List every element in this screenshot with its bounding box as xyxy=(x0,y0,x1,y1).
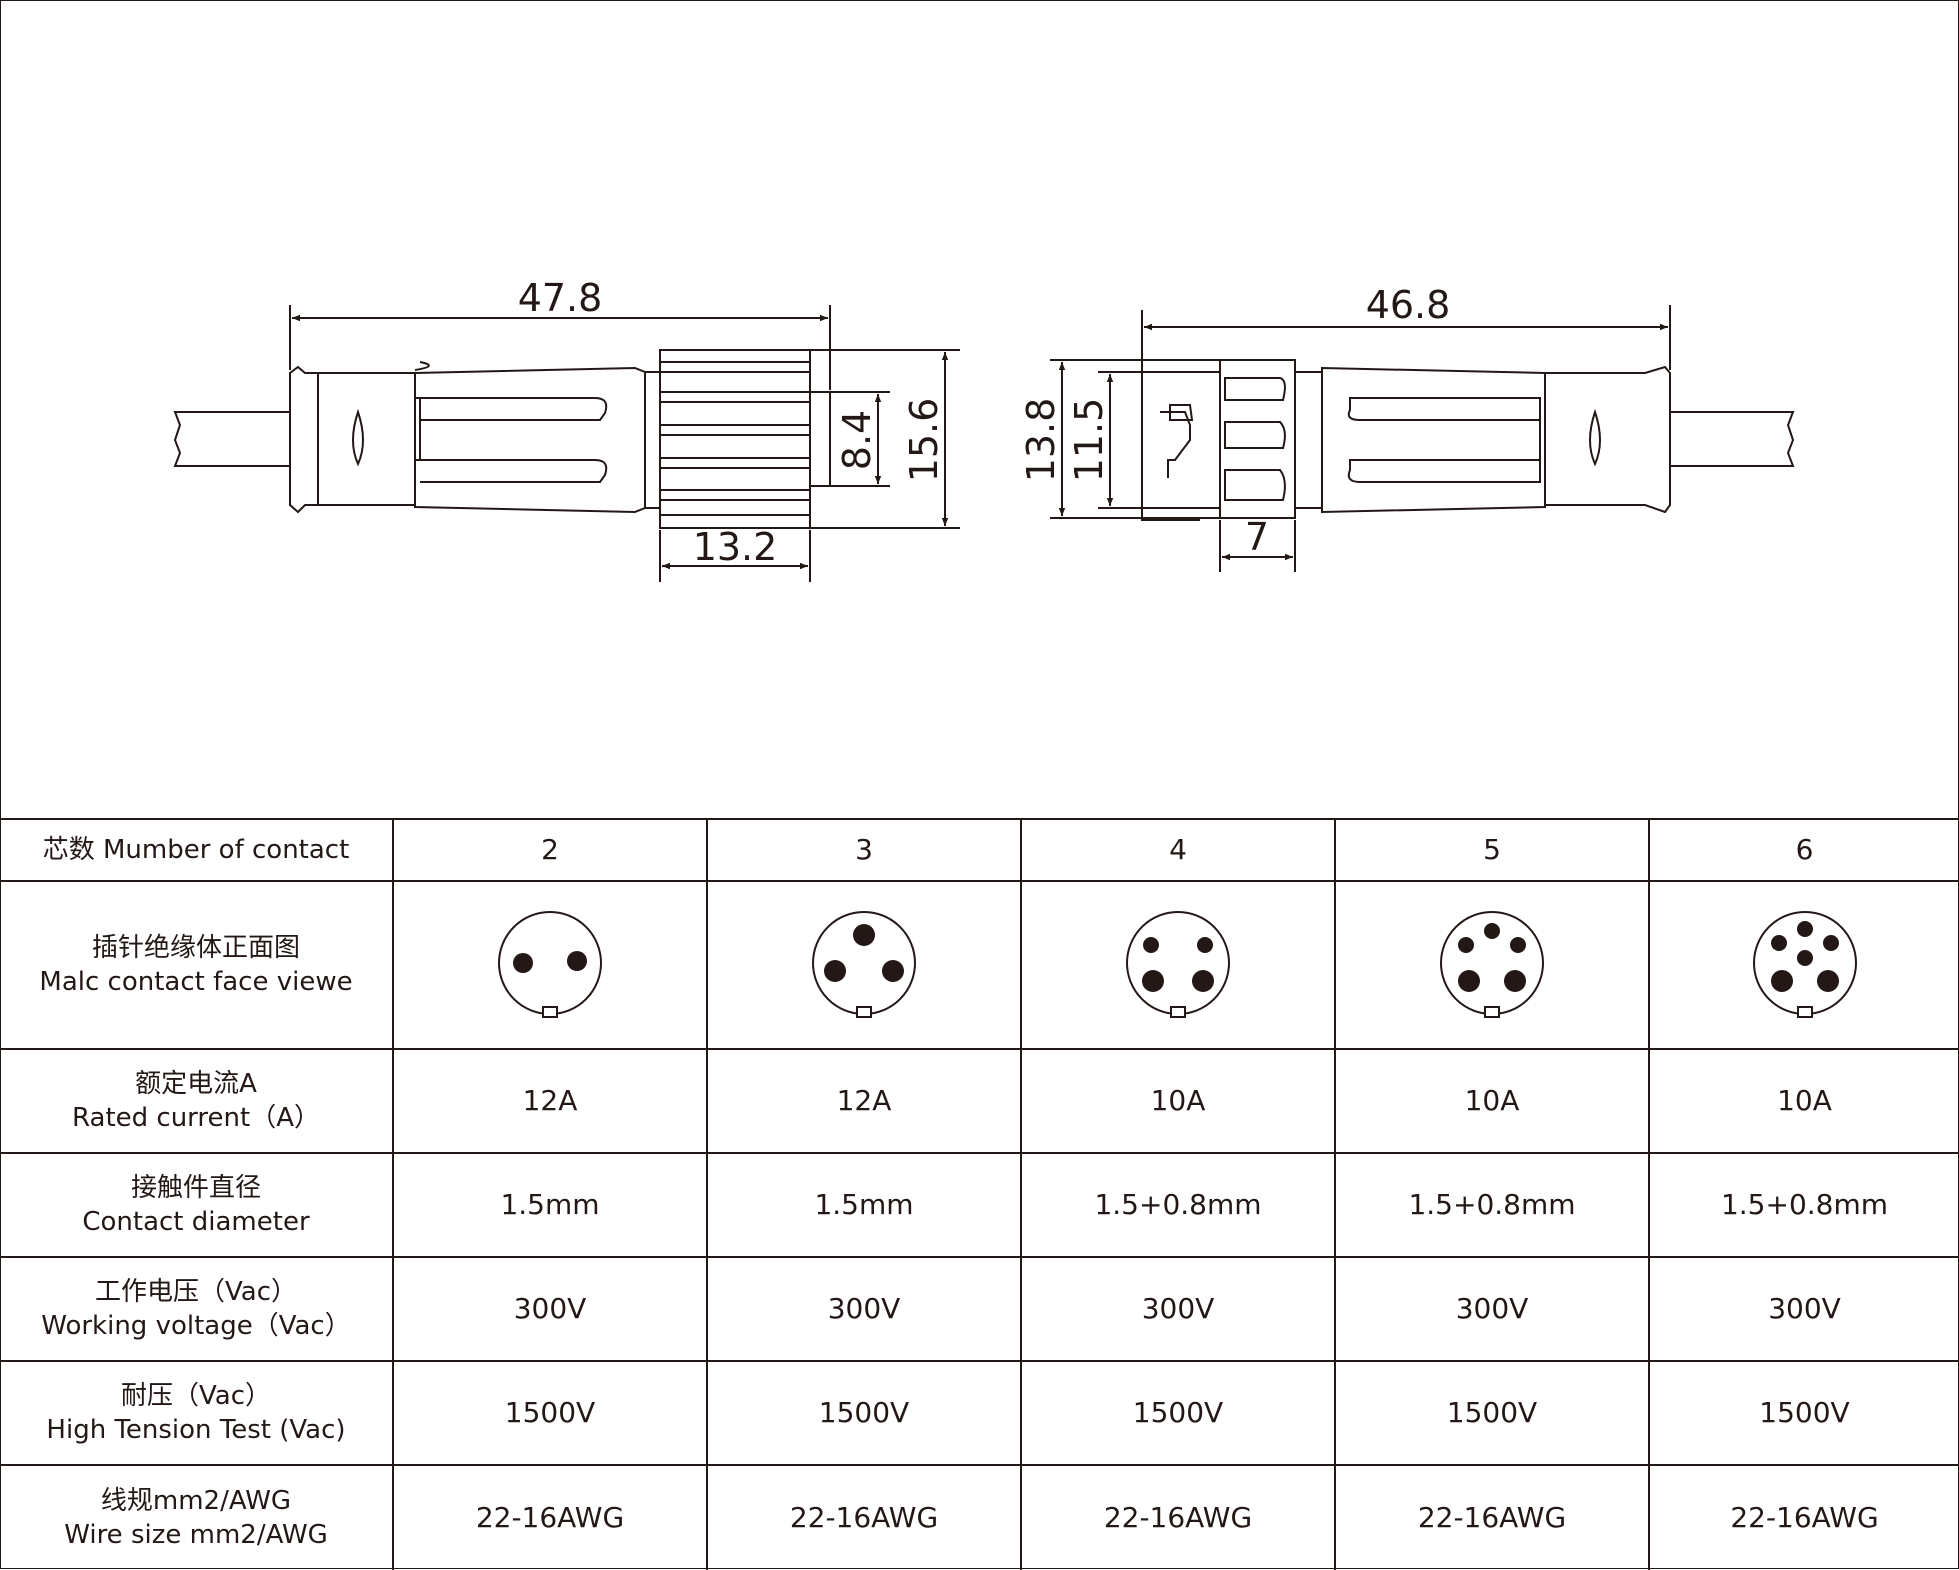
cell-value: 300V xyxy=(1334,1256,1650,1362)
cell-value: 12A xyxy=(706,1048,1022,1154)
cell-value: 10A xyxy=(1648,1048,1959,1154)
row-label-contact-diameter: 接触件直径 Contact diameter xyxy=(0,1152,394,1258)
row-label-working-voltage: 工作电压（Vac） Working voltage（Vac） xyxy=(0,1256,394,1362)
row-label-cn: 插针绝缘体正面图 xyxy=(91,933,300,963)
cell-value: 12A xyxy=(392,1048,708,1154)
cell-value: 1500V xyxy=(1020,1360,1336,1466)
cell-value: 22-16AWG xyxy=(1020,1464,1336,1570)
cell-contacts: 2 xyxy=(392,818,708,882)
cell-face-6pin xyxy=(1648,880,1959,1050)
cell-value: 1500V xyxy=(706,1360,1022,1466)
male-connector xyxy=(173,349,831,529)
female-dimensions xyxy=(1050,305,1671,572)
row-label-wire-size: 线规mm2/AWG Wire size mm2/AWG xyxy=(0,1464,394,1570)
cell-value: 300V xyxy=(1020,1256,1336,1362)
table-row-face-view: 插针绝缘体正面图 Malc contact face viewe xyxy=(0,880,1959,1050)
row-label-high-tension: 耐压（Vac） High Tension Test (Vac) xyxy=(0,1360,394,1466)
table-row-wire-size: 线规mm2/AWG Wire size mm2/AWG 22-16AWG 22-… xyxy=(0,1464,1959,1570)
cell-value: 1.5mm xyxy=(392,1152,708,1258)
cell-value: 22-16AWG xyxy=(392,1464,708,1570)
dim-male-inner-dia: 8.4 xyxy=(835,410,879,470)
cell-value: 22-16AWG xyxy=(1648,1464,1959,1570)
cell-value: 22-16AWG xyxy=(1334,1464,1650,1570)
connector-drawing: 47.8 13.2 8.4 15.6 46.8 13.8 11.5 7 xyxy=(173,276,1795,582)
cell-value: 1500V xyxy=(392,1360,708,1466)
cell-value: 1.5+0.8mm xyxy=(1334,1152,1650,1258)
dim-female-inner-dia: 11.5 xyxy=(1067,398,1111,483)
dim-female-engage: 7 xyxy=(1245,515,1269,559)
female-connector xyxy=(1141,359,1795,521)
row-label-rated-current: 额定电流A Rated current（A） xyxy=(0,1048,394,1154)
table-row-contact-diameter: 接触件直径 Contact diameter 1.5mm 1.5mm 1.5+0… xyxy=(0,1152,1959,1258)
cell-value: 10A xyxy=(1334,1048,1650,1154)
cell-value: 1500V xyxy=(1648,1360,1959,1466)
male-dimensions xyxy=(289,305,960,582)
cell-face-5pin xyxy=(1334,880,1650,1050)
cell-value: 300V xyxy=(706,1256,1022,1362)
cell-value: 300V xyxy=(392,1256,708,1362)
cell-value: 1.5+0.8mm xyxy=(1020,1152,1336,1258)
contact-face-5pin-icon xyxy=(1440,911,1544,1018)
dim-male-outer-dia: 15.6 xyxy=(902,398,946,483)
cell-value: 1500V xyxy=(1334,1360,1650,1466)
cell-face-2pin xyxy=(392,880,708,1050)
cell-value: 22-16AWG xyxy=(706,1464,1022,1570)
table-row-contacts: 芯数 Mumber of contact 2 3 4 5 6 xyxy=(0,818,1959,882)
cell-contacts: 6 xyxy=(1648,818,1959,882)
dim-female-length: 46.8 xyxy=(1366,283,1451,327)
table-row-working-voltage: 工作电压（Vac） Working voltage（Vac） 300V 300V… xyxy=(0,1256,1959,1362)
contact-face-6pin-icon xyxy=(1752,911,1857,1018)
dim-male-nut-width: 13.2 xyxy=(693,525,778,569)
table-row-high-tension: 耐压（Vac） High Tension Test (Vac) 1500V 15… xyxy=(0,1360,1959,1466)
cell-face-4pin xyxy=(1020,880,1336,1050)
table-row-rated-current: 额定电流A Rated current（A） 12A 12A 10A 10A 1… xyxy=(0,1048,1959,1154)
cell-contacts: 5 xyxy=(1334,818,1650,882)
cell-contacts: 4 xyxy=(1020,818,1336,882)
contact-face-2pin-icon xyxy=(498,911,602,1018)
cell-value: 1.5mm xyxy=(706,1152,1022,1258)
dim-female-outer-dia: 13.8 xyxy=(1019,398,1063,483)
spec-table: 芯数 Mumber of contact 2 3 4 5 6 插针绝缘体正面图 … xyxy=(0,818,1959,1570)
cell-value: 10A xyxy=(1020,1048,1336,1154)
cell-face-3pin xyxy=(706,880,1022,1050)
cell-value: 300V xyxy=(1648,1256,1959,1362)
row-label-en: Malc contact face viewe xyxy=(39,967,353,997)
contact-face-4pin-icon xyxy=(1126,911,1230,1018)
cell-value: 1.5+0.8mm xyxy=(1648,1152,1959,1258)
cell-contacts: 3 xyxy=(706,818,1022,882)
dim-male-length: 47.8 xyxy=(518,276,603,320)
contact-face-3pin-icon xyxy=(812,911,916,1018)
row-label-contacts: 芯数 Mumber of contact xyxy=(0,818,394,882)
row-label-face-view: 插针绝缘体正面图 Malc contact face viewe xyxy=(0,880,394,1050)
